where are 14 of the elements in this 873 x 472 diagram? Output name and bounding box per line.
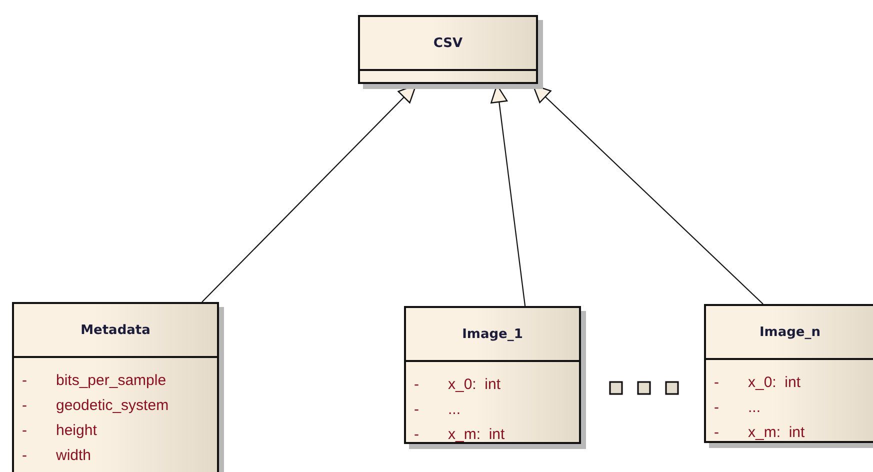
attribute-name: ... — [748, 399, 761, 416]
attribute-name: x_0: int — [448, 376, 501, 393]
attribute-name: height — [56, 422, 97, 439]
class-name: Image_1 — [462, 326, 523, 342]
attribute-name: width — [56, 447, 92, 464]
attribute-name: x_0: int — [748, 374, 801, 391]
attribute-name: geodetic_system — [56, 397, 169, 414]
class-name: Image_n — [759, 324, 821, 340]
attribute-name: x_m: int — [448, 426, 505, 443]
attribute-name: bits_per_sample — [56, 372, 166, 389]
class-name: Metadata — [80, 322, 150, 338]
attribute-name: x_m: int — [748, 424, 805, 441]
class-name: CSV — [433, 36, 463, 50]
attribute-name: ... — [448, 401, 461, 418]
